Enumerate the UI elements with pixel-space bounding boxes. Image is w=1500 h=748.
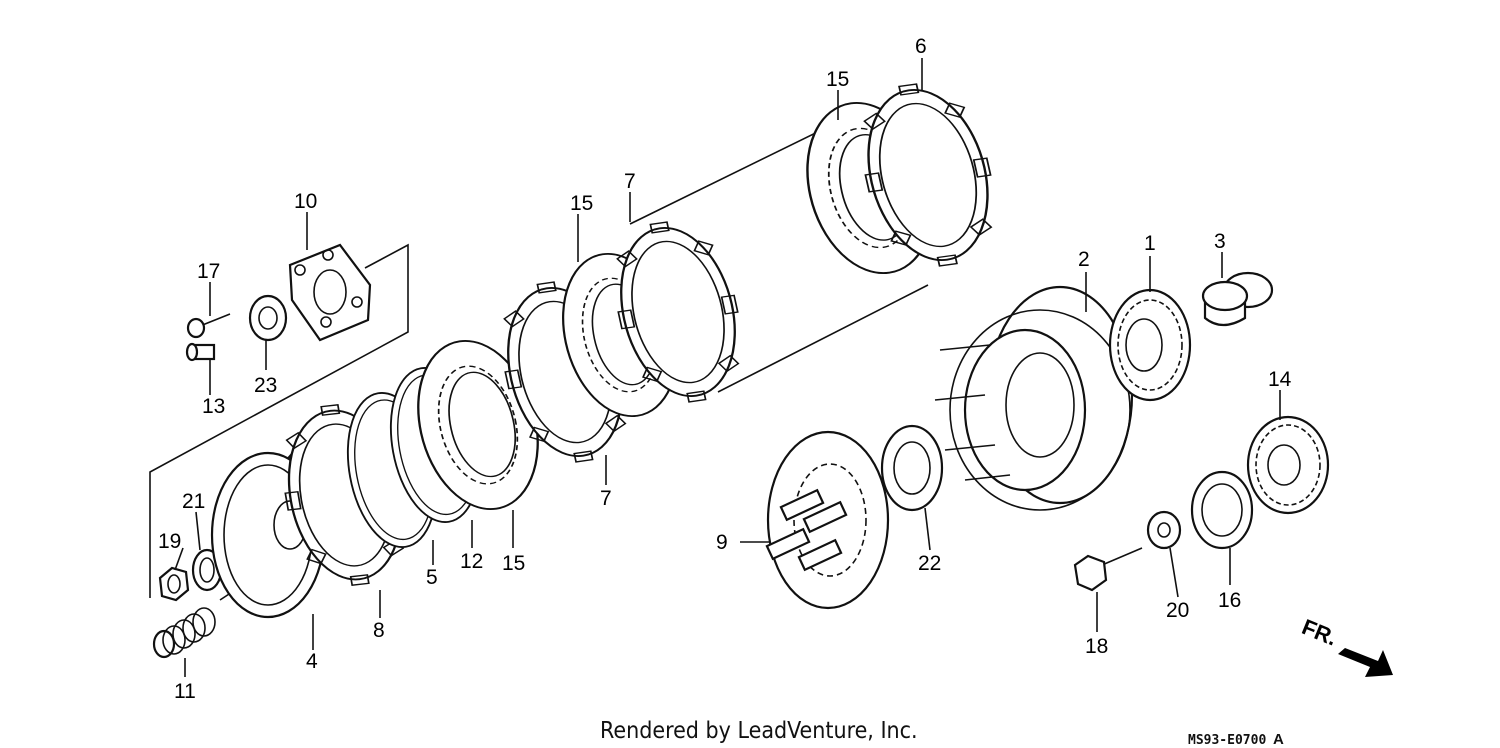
- oil-pump-drive-gear: [1246, 415, 1330, 515]
- guide-16: [1190, 470, 1254, 550]
- flange-bolt: [1073, 547, 1143, 592]
- callout-15-top: 15: [826, 68, 849, 91]
- washer-20: [1146, 510, 1182, 550]
- bearing: [248, 294, 288, 342]
- footer-credit: Rendered by LeadVenture, Inc.: [600, 718, 918, 744]
- clutch-center: [765, 430, 890, 610]
- callout-9: 9: [716, 531, 728, 554]
- pin: [185, 342, 216, 362]
- primary-driven-gear: [1108, 288, 1192, 402]
- callout-10: 10: [294, 190, 317, 213]
- callout-23: 23: [254, 374, 277, 397]
- callout-21: 21: [182, 490, 205, 513]
- clutch-spring: [152, 607, 216, 659]
- group-bracket: [149, 243, 409, 598]
- bearing-holder-plate: [288, 243, 372, 342]
- diagram-code: MS93-E0700: [1188, 733, 1266, 748]
- diagram-code-suffix: A: [1273, 731, 1284, 748]
- callout-17: 17: [197, 260, 220, 283]
- callout-11: 11: [174, 680, 196, 703]
- callout-12: 12: [460, 550, 483, 573]
- callout-18: 18: [1085, 635, 1108, 658]
- callout-4: 4: [306, 650, 318, 673]
- callout-leaders: [174, 58, 1281, 677]
- leader-line: [717, 284, 929, 393]
- collar: [1201, 271, 1274, 327]
- lock-nut: [158, 566, 190, 602]
- callout-7-lower: 7: [600, 487, 612, 510]
- callout-2: 2: [1078, 248, 1090, 271]
- bolt-small: [186, 313, 231, 339]
- callout-15-lower: 15: [502, 552, 525, 575]
- callout-1: 1: [1144, 232, 1156, 255]
- callout-7-upper: 7: [624, 170, 636, 193]
- callout-19: 19: [158, 530, 181, 553]
- front-label: FR.: [1298, 614, 1340, 650]
- thrust-washer-22: [880, 424, 944, 512]
- front-direction-arrow: FR.: [1298, 614, 1393, 677]
- callout-8: 8: [373, 619, 385, 642]
- callout-14: 14: [1268, 368, 1292, 391]
- clutch-outer: [934, 285, 1134, 511]
- callout-22: 22: [918, 552, 941, 575]
- callout-16: 16: [1218, 589, 1241, 612]
- callout-3: 3: [1214, 230, 1226, 253]
- callout-13: 13: [202, 395, 225, 418]
- leader-line: [629, 121, 839, 225]
- callout-15-middle: 15: [570, 192, 593, 215]
- callout-20: 20: [1166, 599, 1189, 622]
- callout-5: 5: [426, 566, 438, 589]
- callout-6: 6: [915, 35, 927, 58]
